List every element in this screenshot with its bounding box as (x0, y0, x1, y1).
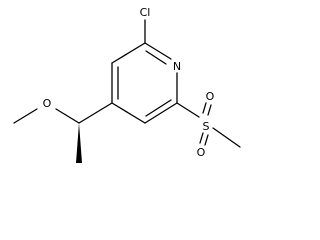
bond-c4-chiral-carbon (78, 102, 113, 124)
bond-sulfur-oxygen-bottom (199, 132, 204, 144)
bond-c5-c6-inner (145, 99, 172, 117)
atom-label-sulfonyl-oxygen-bottom: O (197, 146, 206, 159)
atom-label-ether-oxygen: O (43, 97, 52, 110)
atom-label-chlorine: Cl (140, 6, 151, 19)
bond-sulfur-methyl (212, 127, 241, 148)
atom-label-sulfonyl-oxygen-top: O (206, 90, 215, 103)
methoxyethyl-group (13, 102, 113, 163)
bond-c6-sulfur (176, 102, 200, 118)
methylsulfonyl-group (176, 102, 241, 148)
wedge-bond-methyl (76, 123, 82, 163)
chemical-structure: Cl N O S O O (13, 6, 241, 163)
bond-c5-c6 (144, 102, 178, 124)
bond-chiral-carbon-oxygen (55, 108, 80, 124)
pyridine-ring (111, 42, 178, 124)
bond-oxygen-methyl (13, 108, 38, 124)
bond-n-c2-inner (145, 50, 167, 65)
atom-label-sulfur: S (203, 120, 210, 133)
bond-c4-c5 (111, 102, 146, 124)
bond-c2-c3 (111, 42, 146, 64)
bond-sulfur-oxygen-bottom-2 (204, 134, 209, 146)
bond-sulfur-oxygen-top (202, 102, 207, 114)
bond-sulfur-oxygen-top-2 (207, 104, 212, 116)
bond-n-c2 (144, 42, 172, 60)
atom-label-ring-nitrogen: N (173, 60, 181, 73)
